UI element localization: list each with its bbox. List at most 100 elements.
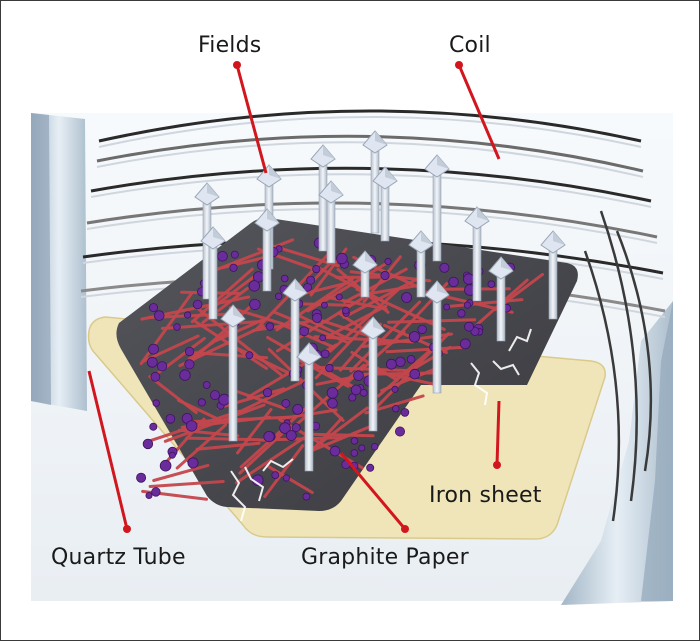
magnetic-particle: [464, 321, 474, 332]
magnetic-particle: [145, 491, 153, 499]
carbon-fiber: [190, 267, 254, 324]
carbon-fiber: [177, 428, 240, 438]
field-arrow-icon: [372, 166, 398, 242]
magnetic-particle: [358, 444, 366, 452]
magnetic-particle: [350, 437, 359, 445]
magnetic-particle: [291, 423, 301, 433]
magnetic-particle: [312, 264, 321, 274]
magnetic-particle: [417, 324, 427, 335]
carbon-fiber: [273, 310, 350, 344]
carbon-fiber: [177, 398, 227, 424]
magnetic-particle: [229, 263, 238, 272]
field-arrows: [194, 130, 566, 472]
carbon-fiber: [178, 324, 265, 368]
field-arrow-icon: [488, 256, 514, 342]
magnetic-particle: [350, 449, 359, 457]
magnetic-particle: [319, 334, 327, 342]
magnetic-particle: [443, 303, 451, 311]
magnetic-particle: [385, 358, 397, 370]
magnetic-particle: [306, 275, 316, 285]
magnetic-particle: [153, 310, 165, 321]
magnetic-particle: [292, 403, 304, 415]
magnetic-particle: [285, 430, 297, 441]
magnetic-particle: [329, 445, 341, 457]
magnetic-particle: [197, 398, 206, 407]
magnetic-particle: [280, 274, 289, 283]
carbon-fiber: [279, 322, 336, 349]
carbon-fiber: [309, 424, 373, 453]
magnetic-particle: [230, 250, 239, 259]
carbon-fiber: [267, 465, 314, 494]
magnetic-particle: [168, 451, 176, 459]
field-arrow-icon: [362, 130, 388, 234]
magnetic-particle: [150, 371, 161, 382]
magnetic-particle: [275, 292, 283, 300]
field-arrow-icon: [424, 280, 450, 394]
carbon-fiber: [327, 304, 388, 338]
magnetic-particle: [184, 346, 195, 357]
carbon-fiber: [306, 260, 390, 313]
magnetic-particle: [341, 306, 350, 315]
carbon-fiber: [342, 276, 420, 319]
field-arrow-icon: [282, 278, 308, 382]
magnetic-particle: [395, 356, 406, 368]
magnetic-particle: [245, 351, 254, 360]
carbon-fiber: [358, 283, 425, 297]
magnetic-particle: [192, 299, 203, 310]
magnetic-particle: [463, 301, 471, 309]
magnetic-particle: [209, 390, 220, 401]
magnetic-particle: [348, 393, 357, 402]
field-arrow-icon: [352, 250, 378, 298]
magnetic-particle: [401, 292, 413, 303]
coil-ring: [599, 210, 638, 502]
carbon-fiber: [349, 300, 422, 373]
coil-ring: [583, 250, 621, 522]
magnetic-particle: [394, 426, 405, 437]
coil-ring: [98, 109, 642, 143]
field-arrow-icon: [318, 180, 344, 264]
magnetic-particle: [151, 487, 161, 497]
carbon-fiber: [175, 423, 227, 470]
magnetic-particle: [353, 370, 364, 381]
magnetic-particle: [184, 359, 195, 370]
carbon-fiber: [238, 376, 313, 414]
field-arrow-icon: [408, 230, 434, 298]
magnetic-particle: [148, 303, 158, 313]
magnetic-particle: [185, 420, 198, 432]
field-arrow-icon: [464, 206, 490, 302]
magnetic-particle: [299, 326, 310, 337]
carbon-fiber: [214, 318, 264, 342]
carbon-fiber: [314, 319, 372, 380]
magnetic-particle: [400, 408, 410, 417]
magnetic-particle: [149, 422, 158, 431]
carbon-fiber: [449, 298, 524, 308]
carbon-fiber: [238, 431, 285, 475]
carbon-fiber: [263, 444, 305, 499]
graphite-paper-label: Graphite Paper: [301, 545, 469, 570]
magnetic-particle: [409, 368, 421, 380]
magnetic-particle: [371, 443, 379, 451]
magnetic-particle: [366, 463, 375, 472]
magnetic-particle: [384, 257, 392, 266]
magnetic-particle: [217, 251, 228, 262]
magnetic-particle: [325, 363, 334, 373]
carbon-fiber: [234, 346, 291, 375]
magnetic-particle: [179, 369, 191, 381]
coil-ring-shadow: [98, 116, 642, 148]
magnetic-particle: [380, 270, 390, 281]
magnetic-particle: [146, 356, 158, 368]
magnetic-particle: [173, 323, 181, 331]
magnetic-particle: [336, 252, 348, 265]
carbon-fiber: [214, 255, 268, 271]
magnetic-particle: [320, 349, 330, 359]
magnetic-particle: [159, 459, 172, 472]
fields-label: Fields: [198, 33, 262, 58]
carbon-fiber: [387, 318, 477, 324]
magnetic-particle: [142, 438, 154, 450]
magnetic-particle: [184, 311, 192, 319]
carbon-fiber: [228, 306, 290, 327]
magnetic-particle: [320, 301, 328, 309]
magnetic-particle: [406, 354, 416, 364]
